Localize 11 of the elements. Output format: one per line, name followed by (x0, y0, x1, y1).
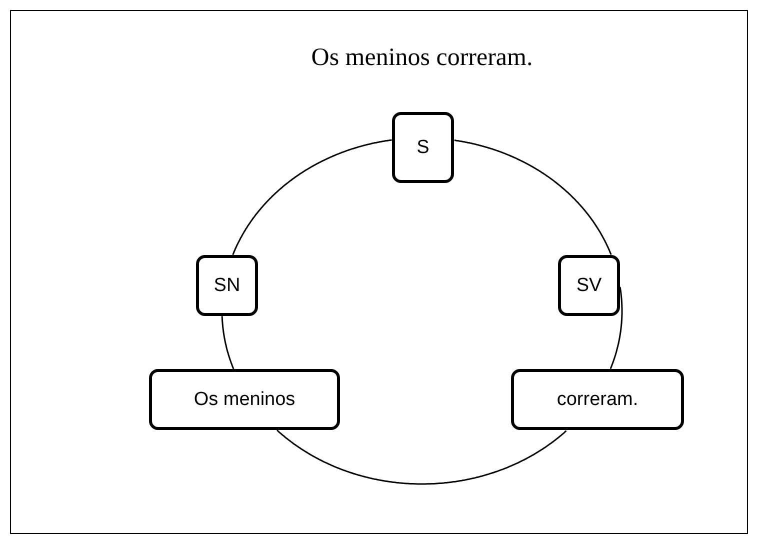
title: Os meninos correram. (310, 44, 534, 72)
connector-line (221, 316, 234, 370)
node-box: Os meninos (149, 369, 340, 430)
connector-line (276, 430, 567, 485)
node-box: correram. (511, 369, 684, 430)
connector-line (232, 139, 392, 256)
connector-line (610, 286, 623, 370)
connector-line (454, 140, 612, 255)
node-box: SV (558, 255, 620, 316)
node-box: SN (196, 255, 258, 316)
node-box: S (392, 112, 454, 183)
